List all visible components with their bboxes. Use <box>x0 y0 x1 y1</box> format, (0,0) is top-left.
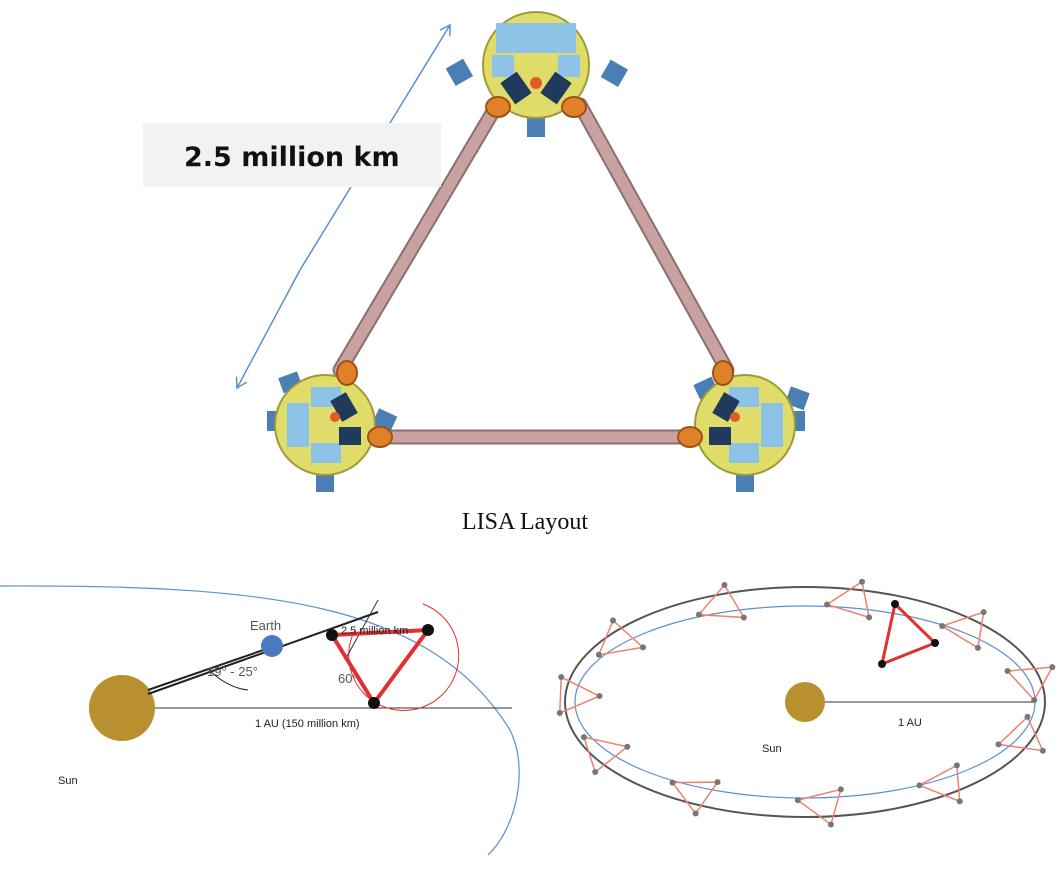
spacecraft-dot <box>692 810 699 817</box>
spacecraft-dot <box>1004 668 1011 675</box>
spacecraft-dot <box>1024 713 1031 720</box>
spacecraft-dot <box>592 769 599 776</box>
sun-earth-line <box>147 646 273 691</box>
constellation-triangle-small <box>697 583 746 619</box>
spacecraft-dot <box>837 786 844 793</box>
spacecraft-dot <box>595 651 602 658</box>
spacecraft-bottom-right <box>677 360 810 492</box>
spacecraft-dot <box>640 644 647 651</box>
sun-constellation-line <box>147 611 379 695</box>
constellation-triangle-small <box>558 675 602 715</box>
orbit-distance-label: 1 AU (150 million km) <box>255 718 360 730</box>
tilt-guide <box>344 599 379 661</box>
constellation-triangle-small <box>582 736 630 774</box>
tilt-angle-label: 60° <box>338 671 358 686</box>
constellation-triangle <box>326 624 434 709</box>
constellation-triangle-small <box>917 764 961 803</box>
arm-length-label: 2.5 million km <box>341 625 408 637</box>
spacecraft-dot <box>916 782 923 789</box>
constellation-triangle-small <box>940 611 985 650</box>
sun-label-right: Sun <box>762 743 782 755</box>
spacecraft-dot <box>740 614 747 621</box>
distance-label: 2.5 million km <box>184 142 400 173</box>
spacecraft-dot <box>794 797 801 804</box>
outer-path <box>564 586 1046 818</box>
spacecraft-dot <box>824 601 831 608</box>
spacecraft-dot <box>1049 664 1056 671</box>
spacecraft-dot <box>956 798 963 805</box>
spacecraft-dot <box>827 821 834 828</box>
sun-label: Sun <box>58 775 78 787</box>
layout-caption: LISA Layout <box>462 509 588 535</box>
spacecraft-dot <box>556 710 563 717</box>
earth-orbit-arc <box>0 585 520 856</box>
earth-disc <box>261 635 283 657</box>
constellation-triangle-small <box>996 715 1045 752</box>
spacecraft-dot <box>995 741 1002 748</box>
earth-label: Earth <box>250 618 281 633</box>
trailing-angle-label: 19° - 25° <box>207 664 258 679</box>
spacecraft-dot <box>859 578 866 585</box>
sun-disc <box>89 675 155 741</box>
distance-label-box <box>143 123 441 187</box>
distance-arrow-lower <box>237 269 301 388</box>
constellation-triangle-small <box>1005 666 1054 702</box>
spacecraft-top <box>445 11 629 137</box>
laser-arm-right <box>572 97 735 378</box>
lisa-layout-diagram: 2.5 million km LISA Layout <box>143 11 810 535</box>
constellation-triangle-small <box>825 580 871 619</box>
spacecraft-bottom-left <box>267 360 398 492</box>
constellation-triangle-small <box>796 788 842 826</box>
constellation-triangle-small <box>597 619 645 656</box>
tilt-circle <box>348 603 460 711</box>
spacecraft-dot <box>714 779 721 786</box>
spacecraft-dot <box>596 693 603 700</box>
sun-disc-right <box>785 682 825 722</box>
spacecraft-dot <box>624 743 631 750</box>
spacecraft-dot <box>558 674 565 681</box>
spacecraft-dot <box>974 644 981 651</box>
spacecraft-dot <box>580 734 587 741</box>
spacecraft-dot <box>953 762 960 769</box>
annual-orbit-diagram: Sun 1 AU <box>556 578 1056 828</box>
spacecraft-dot <box>669 779 676 786</box>
spacecraft-dot <box>1039 747 1046 754</box>
spacecraft-dot <box>1031 697 1038 704</box>
spacecraft-dot <box>695 611 702 618</box>
spacecraft-dot <box>866 614 873 621</box>
trailing-angle-arc <box>208 669 249 691</box>
spacecraft-dot <box>939 623 946 630</box>
highlighted-constellation <box>878 600 939 668</box>
laser-arm-left <box>332 97 505 378</box>
spacecraft-dot <box>980 609 987 616</box>
spacecraft-dot <box>609 617 616 624</box>
orbit-geometry-diagram: Sun 1 AU (150 million km) Earth 19° - 25… <box>0 585 520 856</box>
constellation-triangle-small <box>671 781 720 815</box>
constellation-positions <box>556 578 1056 828</box>
au-label: 1 AU <box>898 717 922 729</box>
spacecraft-dot <box>721 582 728 589</box>
